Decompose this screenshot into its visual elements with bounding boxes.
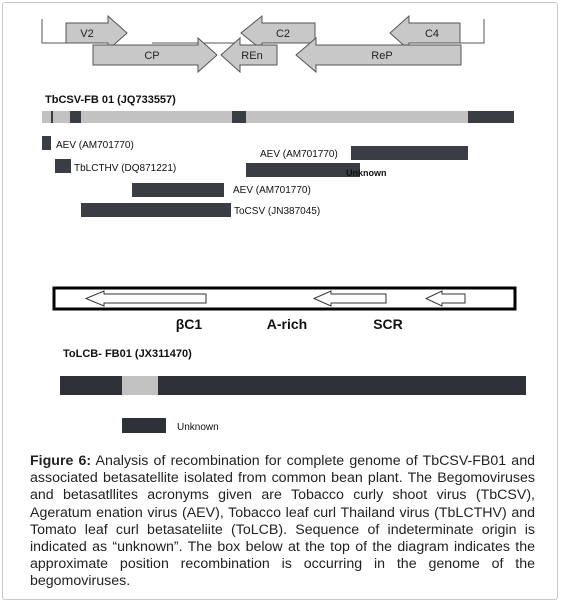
tbcsv-genome: TbCSV-FB 01 (JQ733557) AEV (AM701770) Tb… [42, 94, 514, 217]
tbcsv-title: TbCSV-FB 01 (JQ733557) [45, 94, 176, 106]
gene-c4-arrow [389, 14, 461, 52]
genome-right-hook [460, 19, 485, 44]
gene-rep-arrow [295, 36, 462, 74]
tbcsv-segment-2 [70, 111, 81, 123]
scr-arrow [424, 290, 466, 307]
tolcb-title: ToLCB- FB01 (JX311470) [63, 348, 192, 360]
tolcb-genome-bar [60, 376, 526, 395]
fragment-aev-2-label: AEV (AM701770) [260, 149, 338, 160]
figure-caption: Figure 6: Analysis of recombination for … [30, 453, 535, 591]
bc1-label: βC1 [176, 316, 203, 332]
gene-rep-label: ReP [371, 50, 392, 62]
a-rich-arrow [312, 290, 387, 307]
scr-label: SCR [373, 316, 403, 332]
tolcb-unknown-fragment [122, 418, 166, 433]
caption-text: Analysis of recombination for complete g… [30, 453, 535, 590]
fragment-aev-3-label: AEV (AM701770) [233, 185, 311, 196]
tbcsv-segment-4 [468, 111, 514, 123]
tolcb-unknown-label: Unknown [177, 422, 219, 433]
fragment-aev-1 [42, 136, 51, 150]
bc1-arrow [84, 290, 207, 307]
gene-c2-arrow [240, 14, 316, 52]
genome-left-hook [41, 19, 67, 44]
a-rich-label: A-rich [267, 316, 307, 332]
gene-cp-arrow [92, 36, 218, 74]
genome-map: V2 CP C2 REn C4 ReP [41, 14, 485, 74]
fragment-aev-1-label: AEV (AM701770) [56, 140, 134, 151]
tolcb-light-segment [122, 376, 158, 395]
gene-ren-arrow [220, 36, 278, 74]
gene-v2-arrow [65, 14, 128, 52]
tolcb-genome: ToLCB- FB01 (JX311470) Unknown [60, 348, 526, 433]
fragment-tocsv-label: ToCSV (JN387045) [234, 206, 320, 217]
betasatellite-region-box: βC1 A-rich SCR [52, 286, 517, 332]
region-box-outline [52, 286, 517, 311]
fragment-unknown-1 [246, 163, 360, 177]
figure-label: Figure 6: [30, 453, 92, 469]
fragment-aev-2 [351, 146, 468, 160]
fragment-aev-3 [132, 183, 224, 197]
fragment-unknown-1-label: Unknown [346, 168, 387, 178]
fragment-tblcthv [55, 159, 71, 173]
tbcsv-genome-bar [42, 111, 514, 123]
gene-cp-label: CP [144, 50, 159, 62]
tbcsv-segment-1 [51, 111, 53, 123]
gene-v2-label: V2 [80, 28, 93, 40]
gene-c2-label: C2 [276, 28, 290, 40]
fragment-tblcthv-label: TbLCTHV (DQ871221) [74, 163, 176, 174]
tbcsv-segment-3 [232, 111, 246, 123]
fragment-tocsv [81, 203, 231, 217]
gene-ren-label: REn [241, 50, 262, 62]
gene-c4-label: C4 [425, 28, 439, 40]
